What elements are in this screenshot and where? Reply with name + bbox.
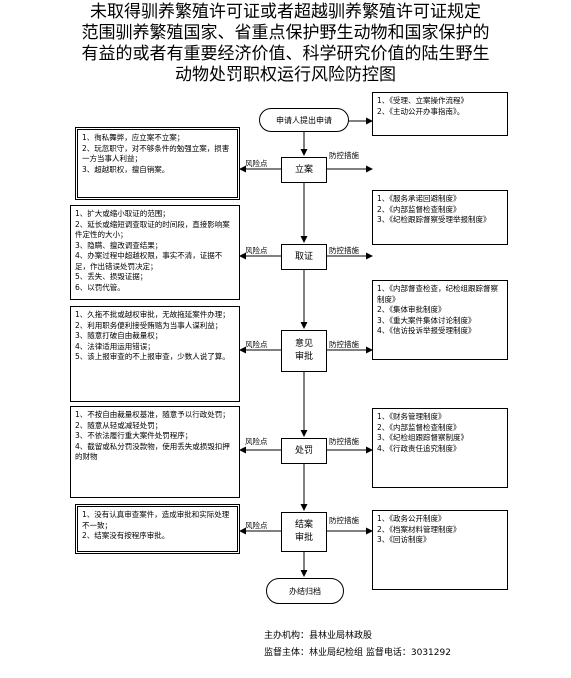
- risk-box-filing: 1、徇私舞弊，应立案不立案； 2、玩忽职守，对不够条件的勉强立案，损害一方当事人…: [75, 127, 240, 200]
- control-item: 3、《纪检组跟踪督察制度》: [377, 433, 469, 442]
- title-line: 未取得驯养繁殖许可证或者超越驯养繁殖许可证规定: [90, 2, 481, 22]
- control-label: 防控措施: [329, 151, 359, 160]
- risk-item: 4、截留或私分罚没款物，使用丢失或损毁扣押的财物: [75, 441, 230, 462]
- risk-item: 1、扩大或缩小取证的范围；: [75, 209, 170, 218]
- risk-item: 4、办案过程中超越权限，事实不清，证据不足，作出错误处罚决定；: [75, 251, 223, 271]
- step-evidence: 取证: [281, 244, 327, 270]
- step-label: 取证: [294, 251, 313, 262]
- control-label: 防控措施: [329, 340, 359, 349]
- control-item: 1、《政务公开制度》: [377, 514, 446, 523]
- control-label: 防控措施: [329, 246, 359, 255]
- risk-point-label: 风险点: [245, 521, 268, 530]
- risk-point-label: 风险点: [245, 437, 268, 446]
- step-label: 意见: [294, 339, 313, 349]
- risk-item: 5、该上报审查的不上报审查，少数人说了算。: [75, 352, 230, 361]
- control-item: 2、《档案材料管理制度》: [377, 524, 461, 534]
- step-label: 结案: [294, 520, 313, 530]
- control-item: 2、《集体审批制度》: [377, 305, 446, 314]
- risk-item: 5、丢失、损毁证据；: [75, 272, 148, 281]
- step-label: 审批: [294, 533, 313, 543]
- step-filing: 立案: [281, 157, 327, 183]
- control-item: 3、《纪检跟踪督察受理举报制度》: [377, 215, 491, 224]
- step-penalty: 处罚: [281, 438, 327, 464]
- risk-box-penalty: 1、不按自由裁量权基准，随意予以行政处罚； 2、随意从轻或减轻处罚； 3、不依法…: [70, 406, 240, 498]
- control-item: 4、《行政责任追究制度》: [377, 443, 461, 453]
- end-node: 办结归档: [266, 578, 344, 604]
- risk-item: 2、随意从轻或减轻处罚；: [75, 420, 163, 430]
- control-box-start: 1、《受理、立案操作流程》 2、《主动公开办事指南》。: [372, 92, 508, 136]
- risk-item: 6、以罚代管。: [75, 282, 125, 292]
- control-item: 4、《信访投诉举报受理制度》: [377, 326, 476, 335]
- control-box-filing: 1、《服务承诺回避制度》 2、《内部监督检查制度》 3、《纪检跟踪督察受理举报制…: [372, 190, 508, 245]
- title-line: 有益的或者有重要经济价值、科学研究价值的陆生野生: [81, 44, 490, 64]
- step-label: 审批: [294, 352, 313, 362]
- risk-item: 1、徇私舞弊，应立案不立案；: [82, 133, 185, 142]
- step-closing: 结案 审批: [281, 512, 327, 552]
- control-box-penalty: 1、《财务管理制度》 2、《内部监督检查制度》 3、《纪检组跟踪督察制度》 4、…: [372, 408, 508, 488]
- title-line: 动物处罚职权运行风险防控图: [175, 65, 396, 85]
- control-item: 2、《内部监督检查制度》: [377, 422, 461, 432]
- host-organization: 主办机构：县林业局林政股: [264, 631, 373, 641]
- control-label: 防控措施: [329, 437, 359, 446]
- control-item: 3、《重大案件集体讨论制度》: [377, 315, 476, 325]
- risk-item: 2、利用职务便利接受贿赂为当事人谋利益；: [75, 320, 223, 330]
- supervision-info: 监督主体：林业局纪检组 监督电话：3031292: [264, 648, 451, 658]
- risk-box-review: 1、久拖不批或越权审批，无故拖延案件办理； 2、利用职务便利接受贿赂为当事人谋利…: [70, 306, 240, 402]
- control-item: 1、《受理、立案操作流程》: [377, 96, 469, 105]
- risk-item: 3、随意打破自由裁量权；: [75, 331, 163, 340]
- risk-item: 2、延长或缩短调查取证的时间段，直接影响案件定性的大小；: [75, 219, 230, 240]
- risk-item: 3、超越职权，擅自销案。: [82, 164, 170, 174]
- control-item: 3、《回访制度》: [377, 535, 431, 544]
- step-label: 立案: [294, 164, 313, 175]
- control-item: 1、《服务承诺回避制度》: [377, 194, 461, 203]
- risk-item: 2、结案没有按程序审批。: [82, 531, 170, 540]
- risk-point-label: 风险点: [245, 159, 268, 168]
- control-item: 2、《主动公开办事指南》。: [377, 106, 465, 116]
- risk-item: 4、法律适用运用错误；: [75, 341, 155, 351]
- risk-item: 1、久拖不批或越权审批，无故拖延案件办理；: [75, 310, 230, 319]
- risk-point-label: 风险点: [245, 340, 268, 349]
- risk-box-closing: 1、没有认真审查案件，造成审批和实际处理不一致； 2、结案没有按程序审批。: [75, 504, 240, 554]
- risk-item: 3、不依法履行重大案件处罚程序；: [75, 431, 193, 440]
- control-item: 1、《内部督查检查，纪检组跟踪督察制度》: [377, 284, 499, 304]
- risk-item: 3、隐瞒、擅改调查结果；: [75, 240, 163, 250]
- risk-item: 2、玩忽职守，对不够条件的勉强立案，损害一方当事人利益；: [82, 143, 230, 164]
- risk-item: 1、没有认真审查案件，造成审批和实际处理不一致；: [82, 510, 230, 530]
- start-node: 申请人提出申请: [259, 108, 349, 132]
- risk-box-evidence: 1、扩大或缩小取证的范围； 2、延长或缩短调查取证的时间段，直接影响案件定性的大…: [70, 205, 240, 300]
- title-line: 范围驯养繁殖国家、省重点保护野生动物和国家保护的: [81, 23, 490, 43]
- risk-point-label: 风险点: [245, 246, 268, 255]
- risk-item: 1、不按自由裁量权基准，随意予以行政处罚；: [75, 410, 230, 419]
- control-item: 1、《财务管理制度》: [377, 412, 446, 421]
- step-label: 处罚: [294, 445, 313, 456]
- step-review: 意见 审批: [281, 330, 327, 372]
- control-box-closing: 1、《政务公开制度》 2、《档案材料管理制度》 3、《回访制度》: [372, 510, 508, 590]
- control-label: 防控措施: [329, 516, 359, 525]
- control-box-evidence: 1、《内部督查检查，纪检组跟踪督察制度》 2、《集体审批制度》 3、《重大案件集…: [372, 280, 508, 360]
- control-item: 2、《内部监督检查制度》: [377, 204, 461, 214]
- page-title: 未取得驯养繁殖许可证或者超越驯养繁殖许可证规定 范围驯养繁殖国家、省重点保护野生…: [0, 2, 571, 86]
